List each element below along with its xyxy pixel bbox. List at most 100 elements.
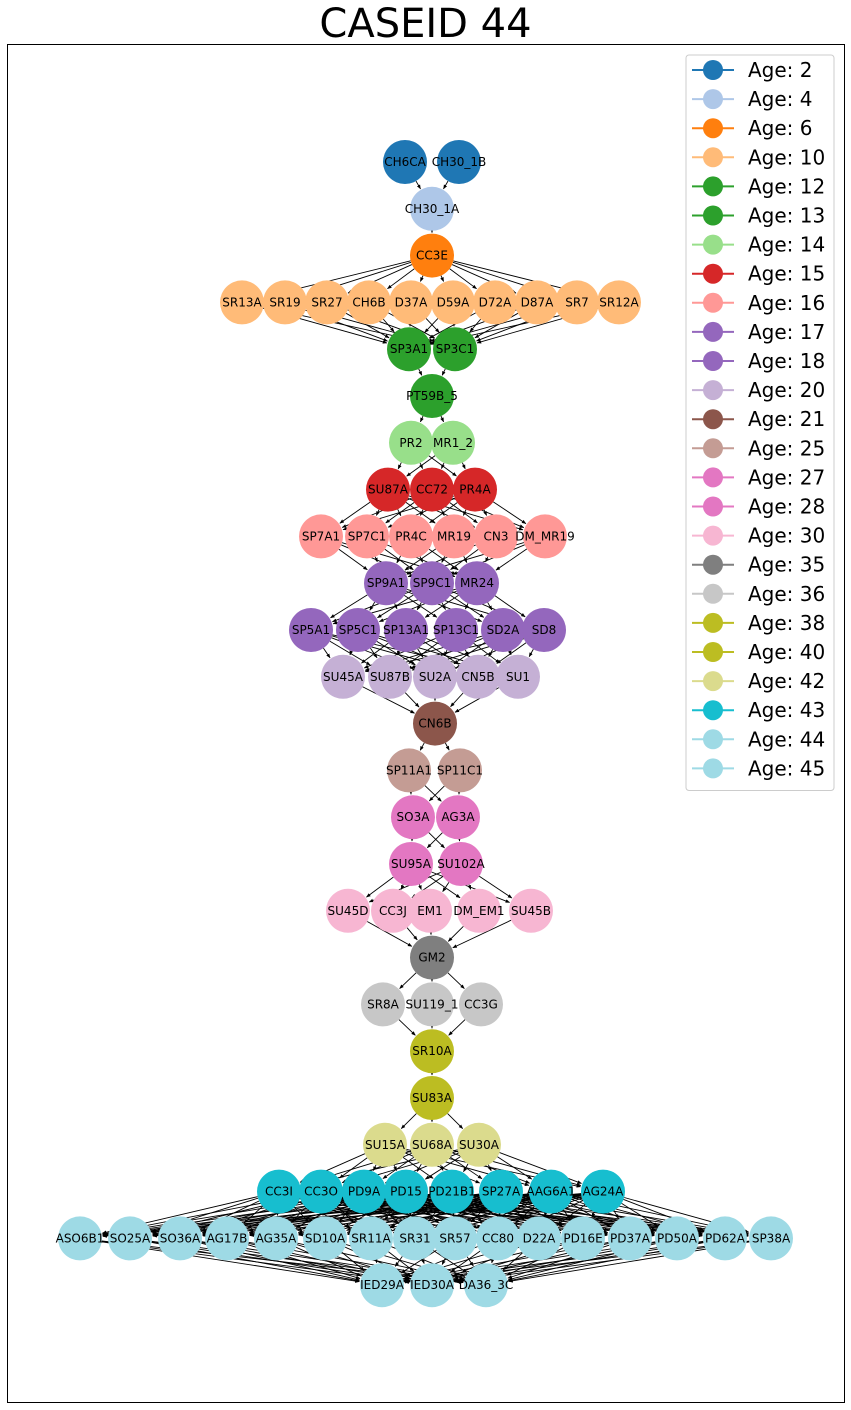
node-D22A: D22A [517, 1216, 561, 1261]
legend-label: Age: 45 [748, 756, 825, 780]
legend-marker [703, 496, 723, 517]
node-label: SU68A [412, 1138, 453, 1152]
legend-frame [685, 54, 835, 791]
node-circle [410, 1263, 454, 1308]
node-SP5C1: SP5C1 [336, 608, 380, 652]
node-circle [389, 514, 433, 559]
legend-marker [703, 147, 723, 168]
node-SP3A1: SP3A1 [387, 327, 431, 372]
node-circle [476, 1216, 520, 1261]
node-circle [433, 327, 477, 372]
node-EM1: EM1 [408, 888, 452, 933]
edge-CN6B-SP11A1 [419, 742, 425, 751]
node-circle [366, 467, 410, 512]
node-SP7C1: SP7C1 [345, 514, 389, 559]
legend-marker [703, 612, 723, 633]
node-D87A: D87A [515, 280, 559, 325]
edge-SP5A1-SU45A [323, 647, 331, 659]
node-SR12A: SR12A [597, 280, 641, 325]
node-label: SR10A [412, 1044, 452, 1058]
node-SU102A: SU102A [437, 842, 486, 886]
node-circle [391, 795, 435, 840]
edge-DM_MR19-MR24 [495, 548, 528, 571]
legend-entry: Age: 12 [692, 174, 825, 198]
node-label: DM_EM1 [453, 904, 504, 918]
node-label: MR24 [460, 576, 494, 590]
node-SU87A: SU87A [366, 467, 410, 512]
node-circle [299, 1169, 343, 1214]
node-label: IED30A [410, 1278, 455, 1292]
node-label: SU2A [419, 670, 452, 684]
node-circle [455, 561, 499, 606]
node-circle [326, 888, 370, 933]
edge-AG24A-PD50A [621, 1202, 658, 1227]
legend-entry: Age: 14 [692, 233, 825, 257]
node-CC3O: CC3O [299, 1169, 343, 1214]
edge-SP13A1-CN5B [424, 641, 460, 665]
node-SP3C1: SP3C1 [433, 327, 477, 372]
node-label: SR12A [599, 295, 639, 309]
edge-CC3E-D59A [440, 275, 444, 282]
node-label: CC80 [482, 1231, 514, 1245]
node-circle [433, 1216, 477, 1261]
node-SU30A: SU30A [457, 1122, 501, 1167]
node-label: CN3 [484, 529, 509, 543]
node-label: PT59B_5 [406, 389, 458, 403]
node-circle [457, 888, 501, 933]
legend-marker [703, 321, 723, 342]
node-label: SU45B [511, 904, 551, 918]
edge-SU102A-SU45B [479, 875, 513, 899]
node-SP13A1: SP13A1 [383, 608, 429, 652]
node-circle [430, 1169, 474, 1214]
node-circle [581, 1169, 625, 1214]
edge-AAG6A1-PD37A [569, 1202, 611, 1228]
legend-label: Age: 27 [748, 465, 825, 489]
legend-marker [703, 438, 723, 459]
node-circle [517, 1216, 561, 1261]
legend-marker [703, 729, 723, 750]
node-CN5B: CN5B [456, 654, 500, 699]
node-SR27: SR27 [305, 280, 349, 325]
edge-AAG6A1-PD16E [563, 1209, 571, 1220]
node-label: CH30_1B [432, 155, 487, 169]
legend-marker [703, 700, 723, 721]
node-SO3A: SO3A [391, 795, 435, 840]
node-circle [410, 1122, 454, 1167]
node-PT59B_5: PT59B_5 [406, 374, 458, 418]
edge-MR1_2-PR4A [461, 462, 466, 470]
node-CH30_1A: CH30_1A [405, 186, 460, 231]
node-circle [515, 280, 559, 325]
legend-entry: Age: 21 [692, 407, 825, 431]
node-label: SP7C1 [348, 529, 387, 543]
node-CN3: CN3 [474, 514, 518, 559]
edge-D37A-SP3C1 [425, 318, 440, 333]
node-label: CH6B [352, 295, 385, 309]
node-circle [473, 280, 517, 325]
node-label: SO25A [110, 1231, 151, 1245]
node-label: CC3J [379, 904, 407, 918]
node-SU1: SU1 [496, 654, 540, 699]
node-label: D37A [395, 295, 429, 309]
node-SP27A: SP27A [479, 1169, 523, 1214]
node-label: SU15A [365, 1138, 406, 1152]
node-label: PD9A [348, 1185, 381, 1199]
node-label: PD21B1 [428, 1185, 476, 1199]
legend-entry: Age: 17 [692, 320, 825, 344]
node-circle [410, 233, 454, 278]
legend-marker [703, 583, 723, 604]
node-CC80: CC80 [476, 1216, 520, 1261]
edge-SP9A1-SP5A1 [330, 594, 368, 619]
node-circle [459, 982, 503, 1027]
node-circle [360, 1263, 404, 1308]
node-label: SP13C1 [433, 623, 479, 637]
node-SR11A: SR11A [349, 1216, 393, 1261]
legend-entry: Age: 40 [692, 640, 825, 664]
node-circle [437, 140, 481, 184]
node-PR4C: PR4C [389, 514, 433, 559]
edge-MR1_2-CC72 [441, 462, 445, 470]
node-SU95A: SU95A [389, 842, 433, 886]
legend-entry: Age: 42 [692, 669, 825, 693]
node-CC3E: CC3E [410, 233, 454, 278]
edge-CC3E-D72A [449, 268, 477, 290]
